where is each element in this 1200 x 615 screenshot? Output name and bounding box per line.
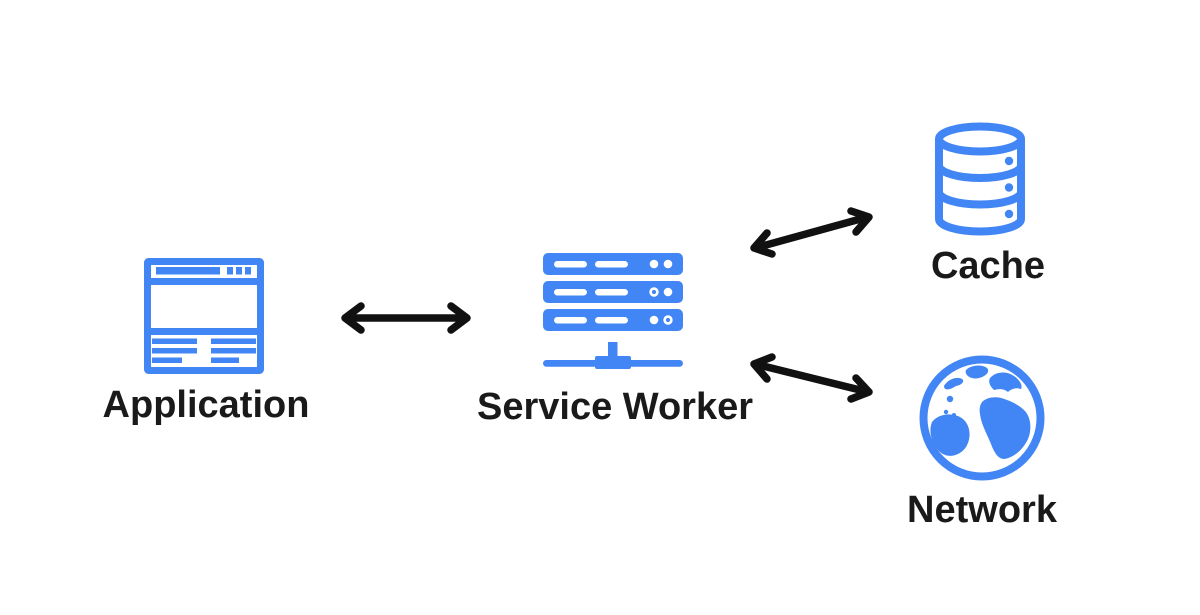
node-network-label: Network [907, 489, 1057, 531]
node-network [919, 355, 1045, 486]
arrow-service-worker-network [750, 353, 873, 403]
arrow-application-service-worker [341, 302, 471, 334]
node-service-worker [543, 253, 683, 380]
node-cache-label: Cache [930, 245, 1046, 287]
node-application [144, 258, 264, 379]
server-rack-icon [543, 253, 683, 369]
globe-icon [919, 355, 1045, 481]
browser-window-icon [144, 258, 264, 374]
database-cylinder-icon [935, 122, 1025, 236]
arrow-service-worker-cache [750, 207, 873, 258]
node-cache [931, 122, 1029, 241]
node-service-worker-label: Service Worker [476, 386, 754, 428]
node-application-label: Application [102, 384, 310, 426]
